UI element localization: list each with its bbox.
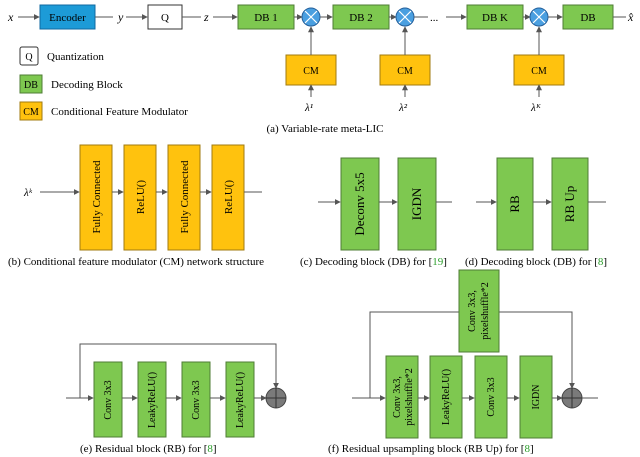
lambda-2: λ²: [398, 102, 408, 114]
conv-box-e2: [181, 361, 211, 438]
lambda-1: λ¹: [304, 102, 313, 114]
panel-d: RB RB Up (d) Decoding block (DB) for [8]: [465, 157, 607, 268]
upconv-label-2: pixelshuffle*2: [404, 368, 415, 426]
lambda-k: λᴷ: [530, 102, 542, 114]
caption-a: (a) Variable-rate meta-LIC: [266, 123, 383, 135]
legend-db-text: Decoding Block: [51, 79, 123, 91]
var-xhat: x̂: [627, 10, 634, 24]
leaky-label-f: LeakyReLU(): [441, 369, 452, 425]
skip-conv-box: [458, 269, 500, 353]
panel-b: λᵏ Fully Connected ReLU() Fully Connecte…: [8, 144, 264, 268]
var-x: x: [7, 10, 14, 24]
conv-label-e2: Conv 3x3: [191, 380, 202, 419]
legend-cm-swatch: [19, 101, 43, 121]
conv-label-f: Conv 3x3: [486, 377, 497, 416]
leaky-box-e1: [137, 361, 167, 438]
leaky-label-e2: LeakyReLU(): [235, 372, 246, 428]
legend-db-key: DB: [24, 80, 38, 91]
relu-label-2: ReLU(): [223, 180, 235, 215]
var-y: y: [117, 10, 124, 24]
cm-block-2: [379, 54, 431, 86]
lambda-k-input: λᵏ: [23, 187, 33, 199]
fc-label-1: Fully Connected: [91, 160, 103, 234]
rb-box: [496, 157, 534, 251]
skip-conv-label-1: Conv 3x3,: [467, 290, 478, 332]
rb-label: RB: [507, 195, 522, 213]
leaky-box-f: [429, 355, 463, 439]
ellipsis: ...: [430, 12, 439, 24]
fc-box-2: [167, 144, 201, 251]
relu-label-1: ReLU(): [135, 180, 147, 215]
rb-up-box: [551, 157, 589, 251]
db-final-label: DB: [580, 12, 595, 24]
igdn-box-f: [519, 355, 553, 439]
panel-c: Deconv 5x5 IGDN (c) Decoding block (DB) …: [300, 157, 452, 268]
deconv-box: [340, 157, 380, 251]
legend-db-swatch: [19, 74, 43, 94]
leaky-box-e2: [225, 361, 255, 438]
upconv-box: [385, 355, 419, 439]
legend-q-text: Quantization: [47, 51, 104, 63]
cm-label-1: CM: [303, 66, 319, 77]
skip-conv-label-2: pixelshuffle*2: [480, 282, 491, 340]
igdn-label-c: IGDN: [409, 187, 424, 220]
caption-d: (d) Decoding block (DB) for [8]: [465, 256, 607, 268]
fc-box-1: [79, 144, 113, 251]
encoder-block: [39, 4, 96, 30]
caption-e: (e) Residual block (RB) for [8]: [80, 443, 217, 455]
caption-b: (b) Conditional feature modulator (CM) n…: [8, 256, 264, 268]
conv-box-e1: [93, 361, 123, 438]
quantization-block: [147, 4, 183, 30]
fc-label-2: Fully Connected: [179, 160, 191, 234]
panel-f: Conv 3x3, pixelshuffle*2 Conv 3x3, pixel…: [328, 269, 598, 455]
leaky-label-e1: LeakyReLU(): [147, 372, 158, 428]
cm-label-k: CM: [531, 66, 547, 77]
upconv-label-1: Conv 3x3,: [392, 376, 403, 418]
cm-label-2: CM: [397, 66, 413, 77]
caption-f: (f) Residual upsampling block (RB Up) fo…: [328, 443, 534, 455]
legend-cm-key: CM: [23, 107, 39, 118]
conv-label-e1: Conv 3x3: [103, 380, 114, 419]
db1-label: DB 1: [254, 12, 278, 24]
igdn-label-f: IGDN: [531, 385, 542, 410]
db-final-block: [562, 4, 614, 30]
db2-label: DB 2: [349, 12, 373, 24]
quantization-label: Q: [161, 12, 169, 24]
var-z: z: [203, 10, 209, 24]
panel-e: Conv 3x3 LeakyReLU() Conv 3x3 LeakyReLU(…: [66, 343, 287, 455]
relu-box-2: [211, 144, 245, 251]
deconv-label: Deconv 5x5: [352, 172, 367, 235]
conv-box-f: [474, 355, 508, 439]
panel-a: x Encoder y Q z DB 1 DB 2 ... DB K DB: [7, 4, 634, 135]
legend: Q Quantization DB Decoding Block CM Cond…: [19, 46, 188, 121]
encoder-label: Encoder: [49, 12, 86, 24]
cm-block-k: [513, 54, 565, 86]
legend-q-key: Q: [25, 52, 33, 63]
db2-block: [332, 4, 390, 30]
dbk-label: DB K: [482, 12, 508, 24]
caption-c: (c) Decoding block (DB) for [19]: [300, 256, 447, 268]
relu-box-1: [123, 144, 157, 251]
rb-up-label: RB Up: [562, 186, 577, 222]
igdn-box-c: [397, 157, 437, 251]
legend-q-swatch: [19, 46, 39, 66]
legend-cm-text: Conditional Feature Modulator: [51, 106, 188, 118]
